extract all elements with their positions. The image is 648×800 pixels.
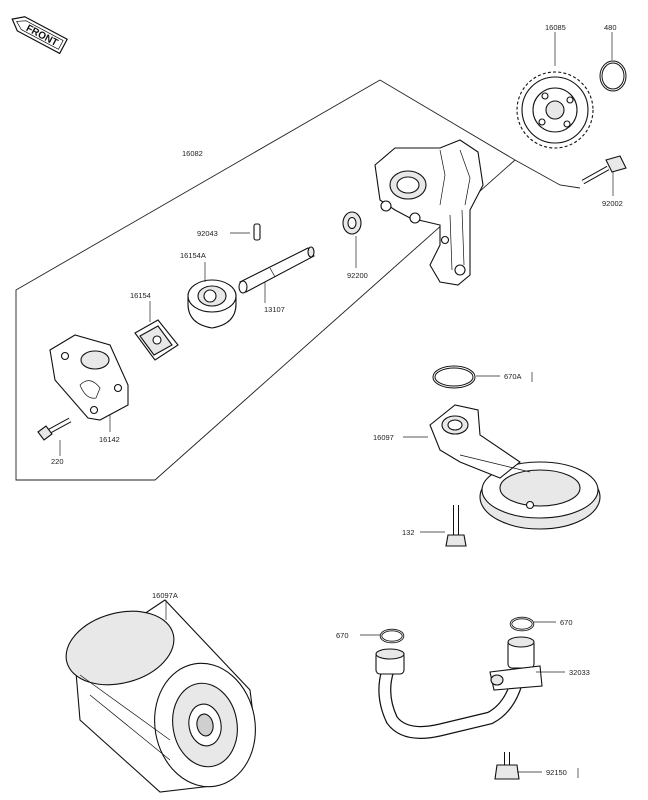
part-label-670-right: 670 — [560, 618, 573, 627]
front-direction-badge: FRONT — [11, 16, 68, 55]
part-label-16154A: 16154A — [180, 251, 206, 260]
bolt-92002 — [581, 155, 627, 185]
pump-shaft-13107 — [238, 246, 315, 294]
outer-rotor-16154A — [187, 279, 237, 329]
oil-strainer-16097 — [429, 404, 601, 530]
o-ring-670A — [432, 365, 476, 389]
part-label-13107: 13107 — [264, 305, 285, 314]
oil-filter-16097A — [65, 599, 256, 793]
part-label-480: 480 — [604, 23, 617, 32]
oil-pump-assembly-box-lower — [15, 79, 516, 481]
part-label-220: 220 — [51, 457, 64, 466]
o-ring-670-right — [509, 616, 535, 632]
o-ring-670-left — [379, 628, 405, 644]
part-label-92200: 92200 — [347, 271, 368, 280]
washer-92200 — [342, 211, 362, 235]
part-label-16085: 16085 — [545, 23, 566, 32]
oil-pump-gear-16085 — [516, 71, 594, 149]
bolt-132 — [445, 505, 467, 547]
part-label-132: 132 — [402, 528, 415, 537]
part-label-16082: 16082 — [182, 149, 203, 158]
inner-rotor-16154 — [134, 319, 179, 361]
part-label-16097A: 16097A — [152, 591, 178, 600]
circlip-480 — [599, 60, 627, 92]
oil-pump-body — [374, 139, 484, 286]
pin-92043 — [253, 223, 261, 241]
part-label-16142: 16142 — [99, 435, 120, 444]
pump-cover-16142 — [49, 334, 129, 421]
part-label-670-left: 670 — [336, 631, 349, 640]
part-label-32033: 32033 — [569, 668, 590, 677]
oil-pump-assembly-box — [379, 79, 581, 189]
part-label-92043: 92043 — [197, 229, 218, 238]
part-label-16097: 16097 — [373, 433, 394, 442]
bolt-220 — [37, 417, 72, 441]
part-label-92150: 92150 — [546, 768, 567, 777]
part-label-92002: 92002 — [602, 199, 623, 208]
part-label-16154: 16154 — [130, 291, 151, 300]
bolt-92150 — [494, 752, 520, 780]
part-label-670A: 670A — [504, 372, 522, 381]
oil-pipe-32033 — [375, 636, 543, 739]
